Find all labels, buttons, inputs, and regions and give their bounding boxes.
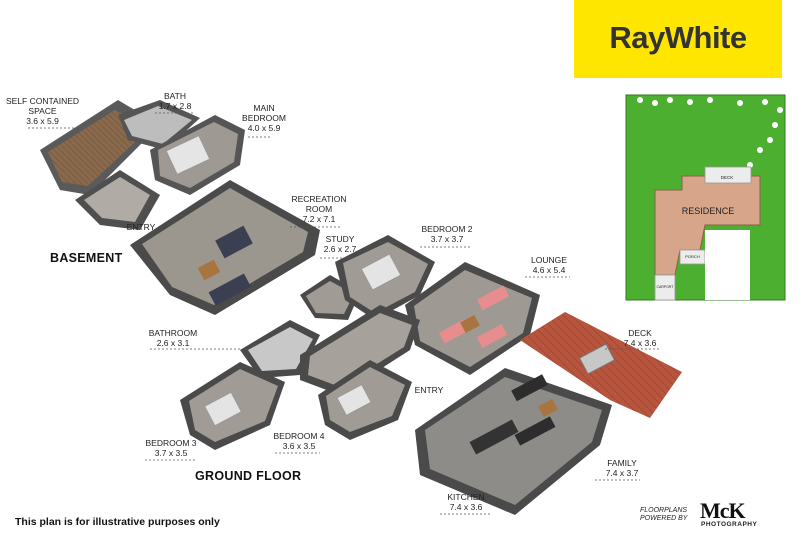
label-bedroom-4: BEDROOM 4 3.6 x 3.5	[273, 431, 325, 451]
leader-lines	[28, 112, 660, 515]
label-recreation: RECREATION ROOM 7.2 x 7.1	[291, 194, 347, 224]
label-study: STUDY 2.6 x 2.7	[323, 234, 357, 254]
label-main-bedroom: MAIN BEDROOM 4.0 x 5.9	[242, 103, 286, 133]
label-lounge: LOUNGE 4.6 x 5.4	[531, 255, 567, 275]
basement-plan	[40, 100, 320, 315]
site-plan	[625, 94, 786, 301]
disclaimer-text: This plan is for illustrative purposes o…	[15, 516, 220, 528]
credit-text: FLOORPLANS POWERED BY	[640, 507, 688, 522]
raywhite-logo: RayWhite	[574, 0, 782, 78]
site-deck	[704, 166, 752, 184]
label-family: FAMILY 7.4 x 3.7	[605, 458, 639, 478]
site-label-carport: CARPORT	[656, 285, 674, 289]
section-ground-floor: GROUND FLOOR	[195, 469, 302, 483]
label-self-contained: SELF CONTAINED SPACE 3.6 x 5.9	[5, 96, 80, 126]
label-bathroom: BATHROOM 2.6 x 3.1	[148, 328, 198, 348]
label-basement-entry: ENTRY	[126, 222, 156, 232]
section-basement: BASEMENT	[50, 251, 123, 265]
label-bath: BATH 1.7 x 2.8	[158, 91, 192, 111]
label-bedroom-3: BEDROOM 3 3.7 x 3.5	[145, 438, 197, 458]
ground-floor-plan	[180, 235, 682, 515]
site-label-residence: RESIDENCE	[681, 206, 735, 216]
site-carport	[654, 274, 676, 301]
label-bedroom-2: BEDROOM 2 3.7 x 3.7	[421, 224, 473, 244]
mck-logo: McK	[700, 498, 746, 523]
label-kitchen: KITCHEN 7.4 x 3.6	[447, 492, 485, 512]
label-ground-entry: ENTRY	[414, 385, 444, 395]
label-deck: DECK 7.4 x 3.6	[623, 328, 657, 348]
logo-text: RayWhite	[609, 20, 747, 55]
site-label-porch: PORCH	[685, 254, 700, 259]
mck-subtitle: PHOTOGRAPHY	[701, 521, 758, 528]
site-label-deck: DECK	[720, 175, 734, 180]
